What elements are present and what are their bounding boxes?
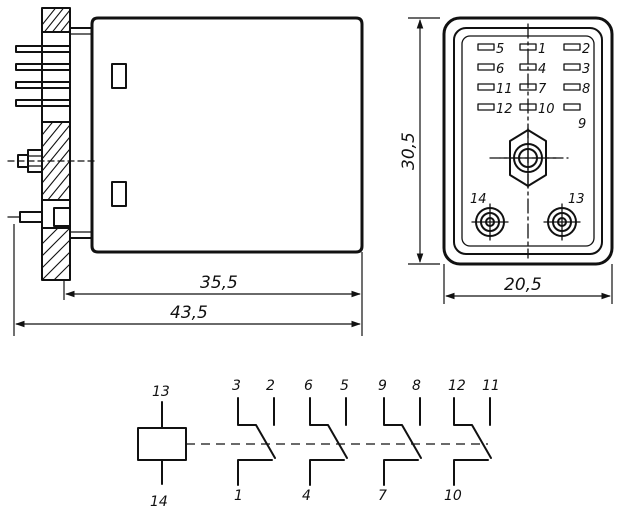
pin-label: 11 (496, 82, 513, 97)
dimension-overall-length: 43,5 (15, 303, 361, 328)
coil-terminal-left-label: 14 (470, 192, 487, 207)
contact-no-label: 11 (482, 378, 500, 394)
contact-com-label: 10 (444, 488, 462, 504)
width-label: 20,5 (504, 275, 542, 295)
pin-label: 6 (496, 62, 504, 77)
socket-block (69, 27, 93, 239)
pin-label: 3 (582, 62, 590, 77)
solder-pins (15, 45, 71, 107)
coil-terminal-left (471, 203, 509, 241)
hatch-bottom (42, 228, 70, 280)
mounting-plate (41, 7, 71, 281)
pin-label: 1 (538, 42, 546, 57)
pin-label: 5 (496, 42, 504, 57)
contact-com-label: 1 (234, 488, 243, 504)
coil-pin (7, 207, 71, 227)
dimension-width: 20,5 (443, 264, 613, 304)
center-stud (7, 149, 97, 173)
front-outline (442, 16, 614, 266)
pin-label: 12 (496, 102, 513, 117)
coil-top-label: 13 (152, 384, 170, 400)
contact-no-label: 8 (412, 378, 421, 394)
cover-slot-upper (111, 63, 127, 89)
pin-label: 4 (538, 62, 546, 77)
coil-terminal-right-label: 13 (568, 192, 585, 207)
contact-nc-label: 6 (304, 378, 313, 394)
cover-slot-lower (111, 181, 127, 207)
contact-group-4: 12 11 10 (444, 378, 500, 504)
overall-length-label: 43,5 (170, 303, 208, 323)
contact-nc-label: 3 (232, 378, 241, 394)
pin-label: 7 (538, 82, 547, 97)
dimension-body-length: 35,5 (65, 273, 361, 298)
body-length-label: 35,5 (200, 273, 238, 293)
pin-label: 9 (578, 117, 586, 132)
contact-com-label: 7 (378, 488, 387, 504)
center-hex-nut (499, 127, 557, 189)
pin-label: 10 (538, 102, 555, 117)
contact-nc-label: 12 (448, 378, 466, 394)
contact-group-2: 6 5 4 (302, 378, 349, 504)
pin-label: 2 (582, 42, 590, 57)
contact-no-label: 5 (340, 378, 349, 394)
schematic: 13 14 3 2 1 6 5 4 9 8 (137, 378, 500, 510)
coil-terminal-right (543, 203, 581, 241)
pin-label: 8 (582, 82, 590, 97)
side-view: 35,5 43,5 (7, 7, 364, 336)
coil-symbol (137, 427, 187, 461)
front-view: 5 1 2 6 4 3 11 7 8 12 10 9 (399, 16, 614, 304)
hatch-top (42, 8, 70, 32)
contact-group-1: 3 2 1 (232, 378, 276, 504)
contact-slots (477, 43, 581, 111)
relay-cover (90, 16, 364, 254)
contact-com-label: 4 (302, 488, 311, 504)
pin-labels: 5 1 2 6 4 3 11 7 8 12 10 9 (496, 42, 590, 132)
hatch-middle (42, 122, 70, 200)
contact-nc-label: 9 (378, 378, 387, 394)
coil-bottom-label: 14 (150, 494, 168, 510)
contact-no-label: 2 (266, 378, 275, 394)
height-label: 30,5 (399, 132, 419, 170)
dimension-height: 30,5 (399, 17, 440, 265)
contact-group-3: 9 8 7 (378, 378, 422, 504)
